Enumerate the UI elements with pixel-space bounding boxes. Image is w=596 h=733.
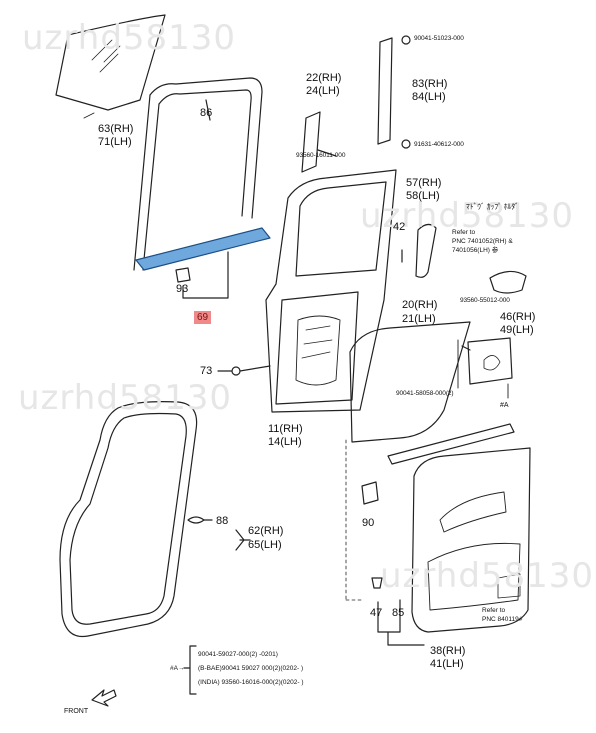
door-weatherstrip	[59, 401, 198, 638]
part-90-label: 90	[362, 517, 375, 529]
part-number-clip-24: 93560-16011-000	[296, 152, 346, 159]
part-57-label: 57(RH)	[406, 177, 442, 189]
part-73-label: 73	[200, 365, 213, 377]
part-41-label: 41(LH)	[430, 658, 464, 670]
part-38-label: 38(RH)	[430, 645, 466, 657]
cup-holder	[489, 270, 527, 294]
clip-88	[187, 516, 205, 524]
part-11-label: 11(RH)	[268, 423, 303, 435]
watermark: uzrhd58130	[18, 378, 233, 418]
door-panel-cover	[349, 321, 471, 443]
part-number-bolt-top: 90041-51023-000	[414, 35, 464, 42]
center-sash	[377, 37, 393, 145]
pad-90	[361, 481, 379, 505]
part-83-label: 83(RH)	[412, 78, 448, 90]
part-86-label: 86	[200, 107, 213, 119]
watermark: uzrhd58130	[22, 18, 237, 58]
part-20-label: 20(RH)	[402, 299, 438, 311]
part-88-label: 88	[216, 515, 229, 527]
part-49-label: 49(LH)	[500, 324, 534, 336]
cup-holder-refer-line2: PNC 7401052(RH) &	[452, 238, 513, 245]
part-63-label: 63(RH)	[98, 123, 134, 135]
part-71-label: 71(LH)	[98, 136, 132, 148]
part-46-label: 46(RH)	[500, 311, 536, 323]
part-24-label: 24(LH)	[306, 85, 340, 97]
highlighted-part-69[interactable]: 69	[194, 311, 212, 324]
part-62-label: 62(RH)	[248, 525, 284, 537]
door-frame	[265, 169, 397, 413]
marker-A-label: #A	[500, 402, 509, 409]
legend-marker: #A→	[170, 665, 185, 672]
garnish-57-58	[415, 223, 437, 278]
legend-line-2: (B-BAE)90041 59027 000(2)(0202- )	[198, 665, 304, 672]
part-58-label: 58(LH)	[406, 190, 440, 202]
cup-holder-refer-line1: Refer to	[452, 229, 476, 236]
door-glass	[55, 14, 166, 111]
legend-line-3: (INDIA) 93560-16016-000(2)(0202- )	[198, 679, 304, 686]
cup-holder-refer-line3: 7401056(LH) 参	[452, 247, 499, 254]
clip-icon	[175, 267, 191, 283]
part-number-bolt-bottom: 91631-40612-000	[414, 141, 464, 148]
cup-holder-jp-note: ﾏﾄﾞｳﾞ ｶｯﾌﾟ ﾎﾙﾀﾞ	[466, 202, 519, 211]
watermark: uzrhd58130	[360, 196, 575, 236]
run-channel	[149, 77, 263, 219]
belt-weatherstrip	[135, 227, 271, 271]
part-47-label: 47	[370, 607, 383, 619]
part-number-screw-21: 90041-58058-000(2)	[396, 390, 454, 397]
front-label: FRONT	[64, 708, 89, 715]
front-arrow-icon	[91, 689, 117, 707]
part-21-label: 21(LH)	[402, 313, 436, 325]
part-84-label: 84(LH)	[412, 91, 446, 103]
part-65-label: 65(LH)	[248, 539, 282, 551]
legend-line-1: 90041-59027-000(2) -0201)	[198, 651, 278, 658]
part-14-label: 14(LH)	[268, 436, 302, 448]
part-85-label: 85	[392, 607, 405, 619]
part-22-label: 22(RH)	[306, 72, 342, 84]
part-number-clip-49: 93560-55012-000	[460, 297, 510, 304]
garnish-22-24	[301, 111, 321, 173]
door-trim-board	[411, 447, 531, 633]
part-42-label: 42	[393, 221, 406, 233]
watermark: uzrhd58130	[380, 556, 595, 596]
trim-refer-line2: PNC 840119#	[482, 616, 523, 623]
part-93-label: 93	[176, 283, 189, 295]
trim-refer-line1: Refer to	[482, 607, 506, 614]
clip-47	[371, 577, 383, 589]
